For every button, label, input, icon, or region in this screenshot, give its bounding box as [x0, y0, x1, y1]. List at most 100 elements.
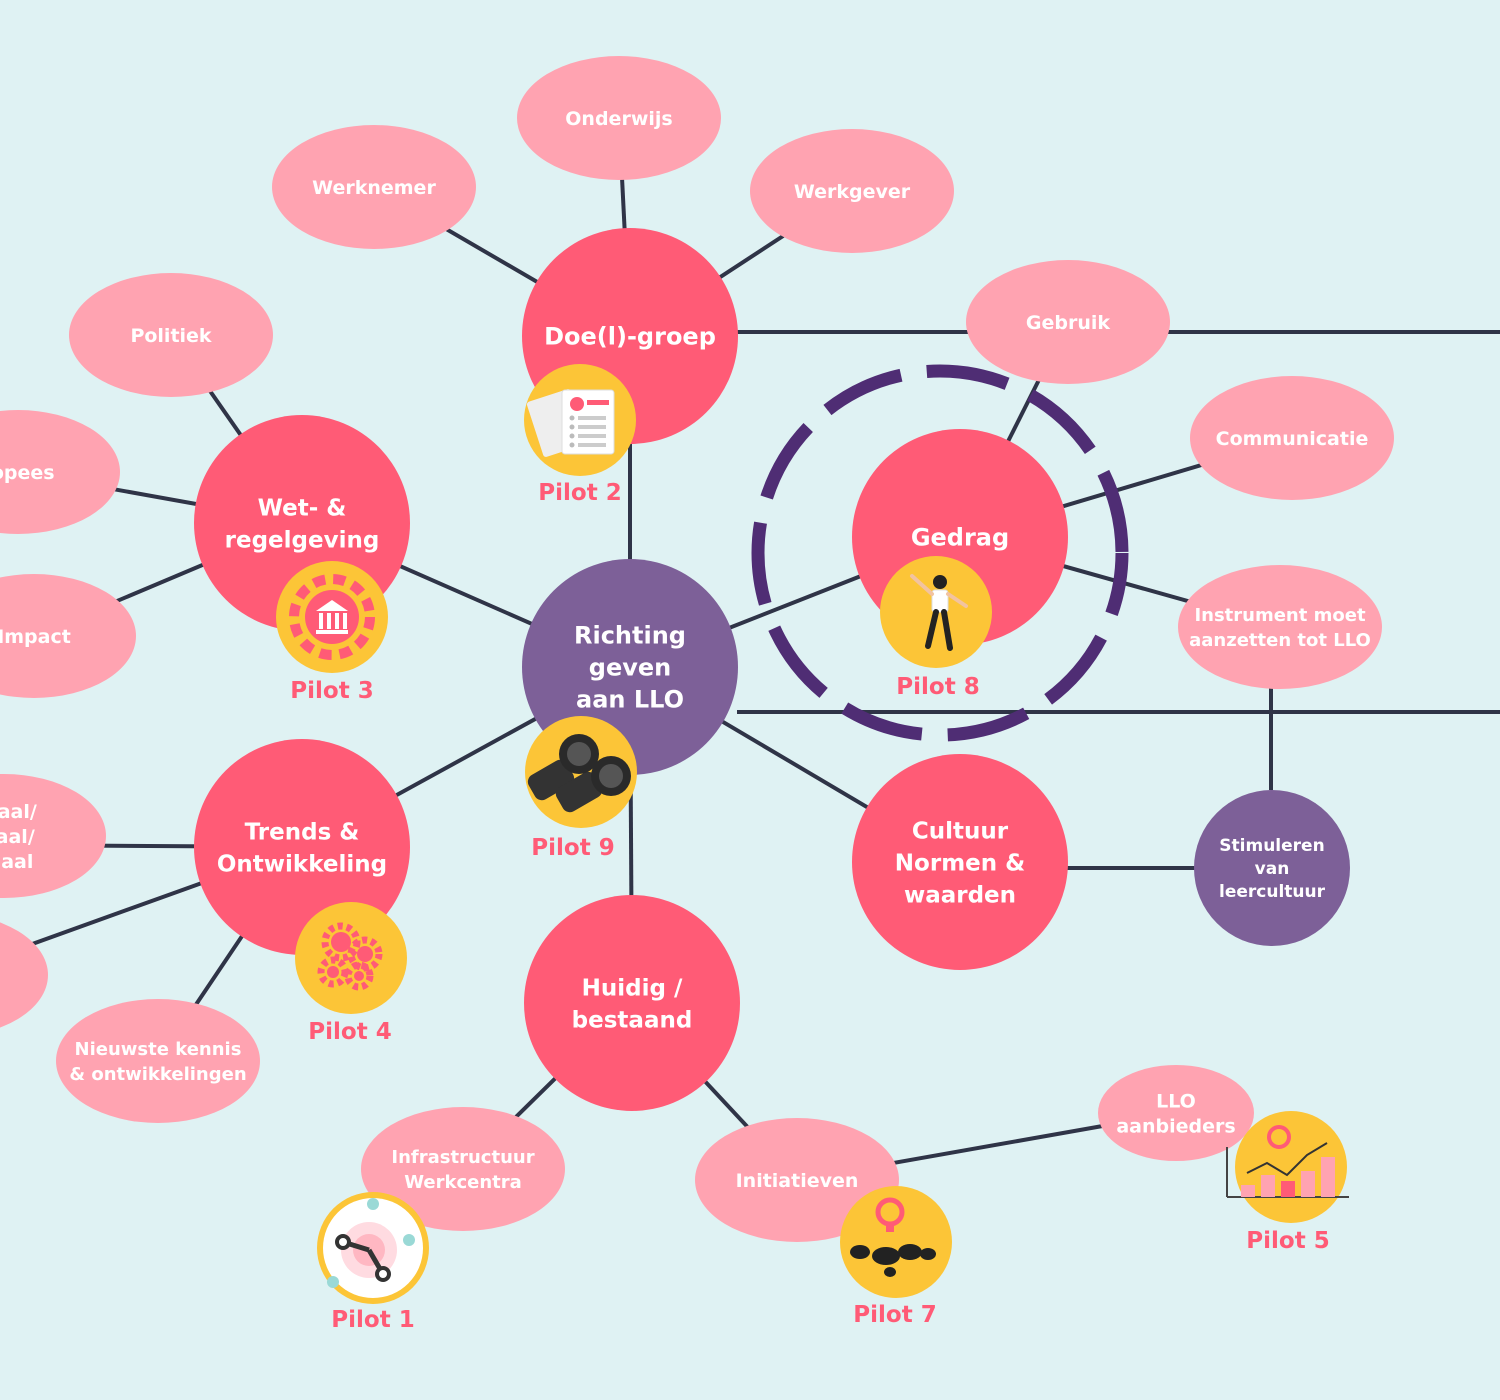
node-huidig[interactable]: Huidig / bestaand: [524, 895, 740, 1111]
circle-node-shape: [194, 739, 410, 955]
gedrag-focus-ring: [751, 364, 1129, 742]
node-label: Gebruik: [1026, 312, 1110, 334]
node-werknemer[interactable]: Werknemer: [272, 125, 476, 249]
ellipse-node-shape: [517, 56, 721, 180]
node-den[interactable]: den: [0, 913, 48, 1037]
ellipse-node-shape: [966, 260, 1170, 384]
ellipse-node-shape: [695, 1118, 899, 1242]
growth-chart-icon: [1226, 1125, 1349, 1198]
network-icon: [323, 1198, 423, 1298]
gears-icon: [317, 922, 383, 991]
node-label: Impact: [0, 626, 71, 648]
node-nieuwste[interactable]: Nieuwste kennis& ontwikkelingen: [56, 999, 260, 1123]
node-label: & ontwikkelingen: [69, 1064, 246, 1085]
jumping-person-icon: [910, 574, 968, 651]
node-label: onaal/: [0, 801, 37, 823]
node-werkgever[interactable]: Werkgever: [750, 129, 954, 253]
node-nationaal[interactable]: onaal/oraal/onaal: [0, 774, 106, 898]
gear-building-icon: [289, 574, 375, 660]
node-label: Cultuur: [912, 818, 1009, 844]
node-politiek[interactable]: Politiek: [69, 273, 273, 397]
badge-pilot-4[interactable]: Pilot 4: [295, 902, 407, 1045]
ellipse-node-shape: [0, 774, 106, 898]
node-label: Trends &: [245, 819, 360, 845]
pilot-label: Pilot 5: [1246, 1228, 1329, 1254]
node-europees[interactable]: ropees: [0, 410, 120, 534]
node-initiatieven[interactable]: Initiatieven: [695, 1118, 899, 1242]
badge-pilot-1[interactable]: Pilot 1: [317, 1192, 429, 1333]
ellipse-node-shape: [1190, 376, 1394, 500]
pilot-label: Pilot 2: [538, 480, 621, 506]
node-label: Politiek: [130, 325, 211, 347]
pilot-badges: Pilot 2 Pilot 3 Pilot 8 Pilot 9 Pilot 4 Pilot…: [276, 364, 1349, 1333]
node-label: Huidig /: [582, 975, 683, 1001]
node-label: waarden: [904, 882, 1016, 908]
node-onderwijs[interactable]: Onderwijs: [517, 56, 721, 180]
node-label: Instrument moet: [1194, 605, 1366, 626]
node-label: Werkgever: [794, 181, 911, 203]
pilot-label: Pilot 8: [896, 674, 979, 700]
node-label: Onderwijs: [565, 108, 672, 130]
node-gebruik[interactable]: Gebruik: [966, 260, 1170, 384]
binoculars-icon: [527, 734, 631, 813]
node-label: Werknemer: [312, 177, 436, 199]
node-label: Communicatie: [1216, 428, 1369, 450]
pilot-label: Pilot 3: [290, 678, 373, 704]
ellipse-node-shape: [0, 410, 120, 534]
pilot-label: Pilot 1: [331, 1307, 414, 1333]
badge-pilot-9[interactable]: Pilot 9: [525, 716, 637, 861]
world-idea-icon: [850, 1197, 936, 1277]
badge-pilot-5[interactable]: Pilot 5: [1226, 1111, 1349, 1254]
ellipse-node-shape: [1178, 565, 1382, 689]
circle-node-shape: [1194, 790, 1350, 946]
ellipse-node-shape: [361, 1107, 565, 1231]
node-label: geven: [589, 654, 671, 682]
node-label: Normen &: [895, 850, 1025, 876]
circle-node-shape: [524, 895, 740, 1111]
node-label: leercultuur: [1219, 882, 1326, 902]
node-label: aanzetten tot LLO: [1189, 630, 1371, 651]
node-instrument[interactable]: Instrument moet aanzetten tot LLO: [1178, 565, 1382, 689]
node-trends[interactable]: Trends & Ontwikkeling: [194, 739, 410, 955]
document-icon: [526, 389, 615, 457]
node-label: Initiatieven: [736, 1170, 859, 1192]
ellipse-node-shape: [272, 125, 476, 249]
node-label: bestaand: [572, 1007, 693, 1033]
ellipse-node-shape: [56, 999, 260, 1123]
gedrag-focus-ring-layer: [751, 364, 1129, 742]
node-communicatie[interactable]: Communicatie: [1190, 376, 1394, 500]
badge-pilot-8[interactable]: Pilot 8: [880, 556, 992, 700]
ellipse-node-shape: [0, 574, 136, 698]
node-label: onaal: [0, 851, 33, 873]
node-label: Ontwikkeling: [217, 851, 387, 877]
node-label: Werkcentra: [404, 1172, 522, 1193]
pilot-label: Pilot 9: [531, 835, 614, 861]
ellipse-node-shape: [1098, 1065, 1254, 1161]
node-label: Infrastructuur: [391, 1147, 534, 1168]
badge-pilot-3[interactable]: Pilot 3: [276, 561, 388, 704]
node-label: aanbieders: [1116, 1115, 1235, 1137]
node-label: ropees: [0, 462, 55, 484]
node-label: Doe(l)-groep: [544, 323, 716, 351]
node-label: van: [1255, 859, 1290, 879]
badge-pilot-2[interactable]: Pilot 2: [524, 364, 636, 506]
node-label: oraal/: [0, 826, 35, 848]
ellipse-node-shape: [750, 129, 954, 253]
node-label: Wet- &: [258, 495, 347, 521]
ellipse-node-shape: [69, 273, 273, 397]
node-label: regelgeving: [225, 527, 380, 553]
circle-node-shape: [852, 754, 1068, 970]
pilot-badge-circle: [840, 1186, 952, 1298]
node-label: Gedrag: [911, 524, 1009, 552]
pilot-label: Pilot 7: [853, 1302, 936, 1328]
ellipse-node-shape: [0, 922, 48, 1028]
node-impact[interactable]: Impact: [0, 574, 136, 698]
badge-pilot-7[interactable]: Pilot 7: [840, 1186, 952, 1328]
pilot-label: Pilot 4: [308, 1019, 391, 1045]
